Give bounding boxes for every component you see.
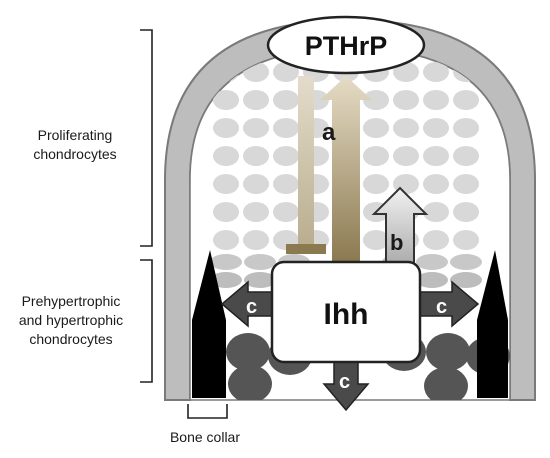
prehypertrophic-cell bbox=[244, 272, 276, 288]
proliferating-cell bbox=[363, 230, 389, 250]
hypertrophic-cell bbox=[228, 365, 272, 400]
proliferating-cell bbox=[453, 202, 479, 222]
bracket-hypertrophic bbox=[140, 259, 153, 383]
proliferating-cell bbox=[273, 146, 299, 166]
proliferating-cell bbox=[453, 146, 479, 166]
bracket-bone-collar bbox=[187, 404, 228, 419]
proliferating-cell bbox=[453, 90, 479, 110]
pthrp-ellipse bbox=[266, 15, 426, 75]
arrow-a-up bbox=[320, 76, 372, 262]
proliferating-cell bbox=[213, 90, 239, 110]
svg-text:c: c bbox=[246, 296, 257, 318]
bone-collar-right bbox=[477, 250, 508, 398]
prehypertrophic-cell bbox=[416, 254, 448, 270]
ihh-label: Ihh bbox=[324, 298, 369, 331]
proliferating-cell bbox=[213, 230, 239, 250]
bone-collar-left bbox=[192, 250, 226, 398]
proliferating-cell bbox=[393, 146, 419, 166]
proliferating-cell bbox=[243, 90, 269, 110]
prehypertrophic-cell bbox=[244, 254, 276, 270]
proliferating-cell bbox=[363, 174, 389, 194]
proliferating-cell bbox=[453, 118, 479, 138]
proliferating-cell bbox=[423, 230, 449, 250]
proliferating-cell bbox=[213, 146, 239, 166]
hypertrophic-label: Prehypertrophic and hypertrophic chondro… bbox=[18, 293, 124, 347]
arrow-b-label: b bbox=[390, 230, 403, 255]
proliferating-cell bbox=[243, 118, 269, 138]
proliferating-cell bbox=[363, 118, 389, 138]
proliferating-cell bbox=[453, 230, 479, 250]
proliferating-cell bbox=[243, 202, 269, 222]
proliferating-cell bbox=[363, 90, 389, 110]
proliferating-cell bbox=[393, 90, 419, 110]
hypertrophic-cell bbox=[426, 333, 470, 371]
proliferating-cell bbox=[213, 118, 239, 138]
proliferating-cell bbox=[423, 90, 449, 110]
proliferating-cell bbox=[273, 202, 299, 222]
proliferating-cell bbox=[423, 118, 449, 138]
prehypertrophic-cell bbox=[450, 254, 482, 270]
proliferating-cell bbox=[243, 174, 269, 194]
proliferating-cell bbox=[273, 90, 299, 110]
proliferating-cell bbox=[273, 118, 299, 138]
pthrp-label: PTHrP bbox=[305, 31, 388, 61]
prehypertrophic-cell bbox=[210, 272, 242, 288]
proliferating-cell bbox=[453, 174, 479, 194]
bracket-proliferating bbox=[140, 29, 153, 247]
arrow-b bbox=[371, 186, 429, 269]
arrow-c-right: c bbox=[419, 280, 480, 328]
prehypertrophic-cell bbox=[210, 254, 242, 270]
proliferating-cell bbox=[213, 202, 239, 222]
prehypertrophic-cell bbox=[416, 272, 448, 288]
ihh-box bbox=[270, 260, 422, 364]
svg-text:c: c bbox=[436, 296, 447, 318]
proliferating-cell bbox=[393, 118, 419, 138]
proliferating-cell bbox=[243, 230, 269, 250]
proliferating-cell bbox=[423, 62, 449, 82]
proliferating-cell bbox=[423, 202, 449, 222]
proliferating-cell bbox=[423, 146, 449, 166]
prehypertrophic-cell bbox=[450, 272, 482, 288]
hypertrophic-cell bbox=[424, 367, 468, 400]
proliferating-label: Proliferating chondrocytes bbox=[33, 127, 117, 162]
arrow-a-inhibition bbox=[286, 76, 326, 254]
arrow-a-label: a bbox=[322, 119, 336, 146]
hypertrophic-cell bbox=[226, 333, 270, 371]
svg-text:c: c bbox=[339, 371, 350, 393]
proliferating-cell bbox=[393, 62, 419, 82]
proliferating-cell bbox=[423, 174, 449, 194]
proliferating-cell bbox=[243, 146, 269, 166]
proliferating-cell bbox=[273, 62, 299, 82]
proliferating-cell bbox=[273, 174, 299, 194]
proliferating-cell bbox=[213, 174, 239, 194]
bone-collar-label: Bone collar bbox=[169, 429, 241, 445]
proliferating-cell bbox=[363, 146, 389, 166]
